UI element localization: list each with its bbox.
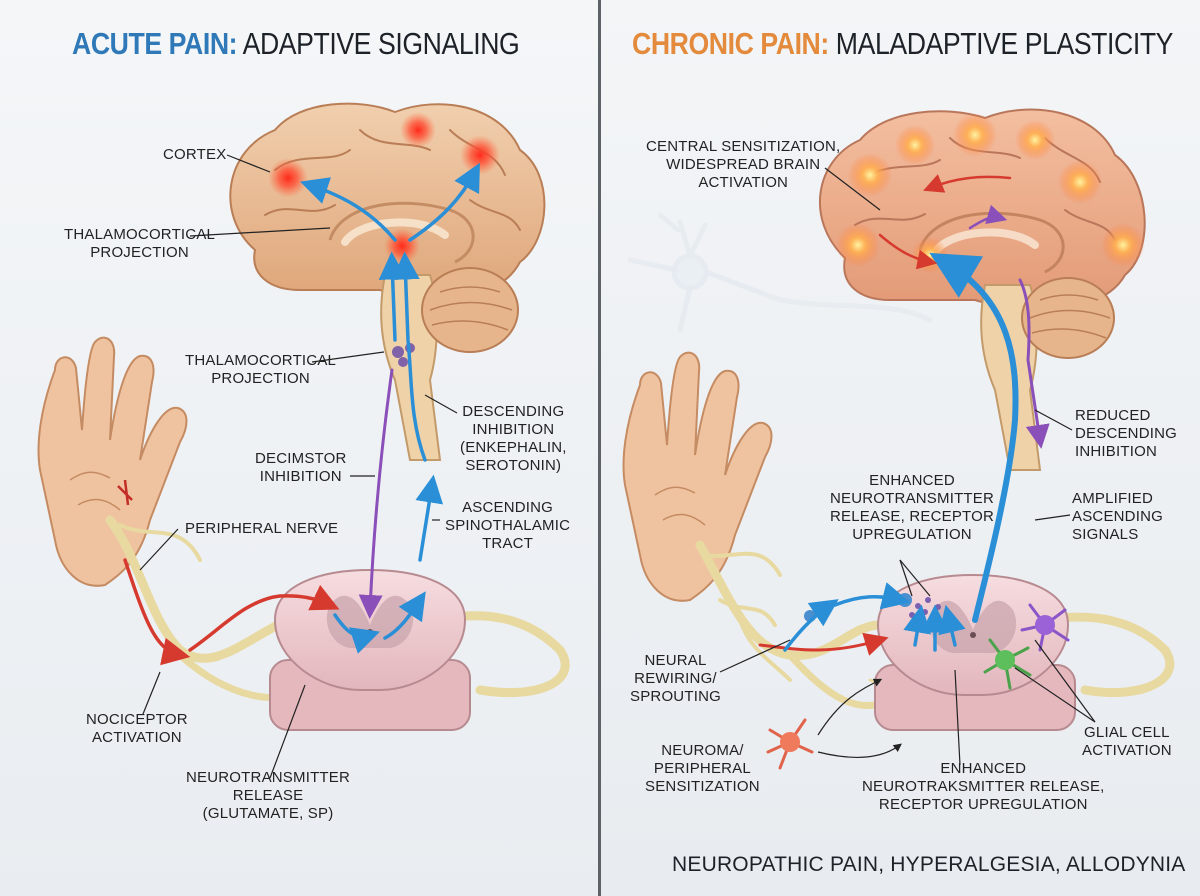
chronic-title-rest: MALADAPTIVE PLASTICITY bbox=[828, 26, 1174, 61]
chronic-brain-icon bbox=[819, 108, 1146, 471]
label-enhanced-lower: ENHANCED NEUROTRAKSMITTER RELEASE, RECEP… bbox=[862, 760, 1105, 813]
chronic-footer-outcomes: NEUROPATHIC PAIN, HYPERALGESIA, ALLODYNI… bbox=[672, 853, 1186, 876]
label-amplified-ascending: AMPLIFIED ASCENDING SIGNALS bbox=[1072, 490, 1163, 543]
label-neuroma: NEUROMA/ PERIPHERAL SENSITIZATION bbox=[645, 742, 760, 795]
label-nociceptor: NOCICEPTOR ACTIVATION bbox=[86, 711, 188, 746]
acute-hand-icon bbox=[37, 336, 188, 587]
chronic-leader-lines bbox=[719, 167, 1096, 766]
label-ascending-tract: ASCENDING SPINOTHALAMIC TRACT bbox=[445, 499, 571, 552]
label-peripheral-nerve: PERIPHERAL NERVE bbox=[185, 520, 339, 537]
neuroma-neuron-icon bbox=[766, 718, 814, 770]
chronic-panel-title: CHRONIC PAIN: MALADAPTIVE PLASTICITY bbox=[632, 26, 1173, 62]
label-neural-rewiring: NEURAL REWIRING/ SPROUTING bbox=[630, 652, 721, 705]
chronic-title-lead: CHRONIC PAIN: bbox=[632, 26, 829, 61]
label-cortex: CORTEX bbox=[163, 146, 227, 163]
label-central-sensitization: CENTRAL SENSITIZATION, WIDESPREAD BRAIN … bbox=[646, 138, 841, 191]
label-neurotransmitter: NEUROTRANSMITTER RELEASE (GLUTAMATE, SP) bbox=[186, 769, 351, 822]
faded-neuron-icon bbox=[627, 212, 933, 333]
acute-panel-title: ACUTE PAIN: ADAPTIVE SIGNALING bbox=[72, 26, 520, 62]
panel-divider bbox=[598, 0, 601, 896]
label-thalamocortical-upper: THALAMOCORTICAL PROJECTION bbox=[64, 226, 216, 261]
chronic-hand-icon bbox=[622, 351, 773, 602]
label-glial: GLIAL CELL ACTIVATION bbox=[1082, 724, 1172, 759]
acute-leader-lines bbox=[139, 154, 458, 779]
acute-signal-arrows bbox=[123, 162, 480, 666]
acute-title-rest: ADAPTIVE SIGNALING bbox=[237, 26, 520, 61]
label-enhanced-upper: ENHANCED NEUROTRANSMITTER RELEASE, RECEP… bbox=[830, 472, 995, 543]
label-descending-inhibition: DESCENDING INHIBITION (ENKEPHALIN, SEROT… bbox=[460, 403, 567, 474]
label-thalamocortical-lower: THALAMOCORTICAL PROJECTION bbox=[185, 352, 337, 387]
glial-cell-icon bbox=[983, 603, 1070, 690]
acute-title-lead: ACUTE PAIN: bbox=[72, 26, 238, 61]
chronic-nerve-fiber-icon bbox=[695, 540, 1175, 715]
chronic-signal-arrows bbox=[758, 174, 1050, 656]
label-reduced-descending: REDUCED DESCENDING INHIBITION bbox=[1075, 407, 1178, 460]
label-decimstor-inhibition: DECIMSTOR INHIBITION bbox=[255, 450, 347, 485]
